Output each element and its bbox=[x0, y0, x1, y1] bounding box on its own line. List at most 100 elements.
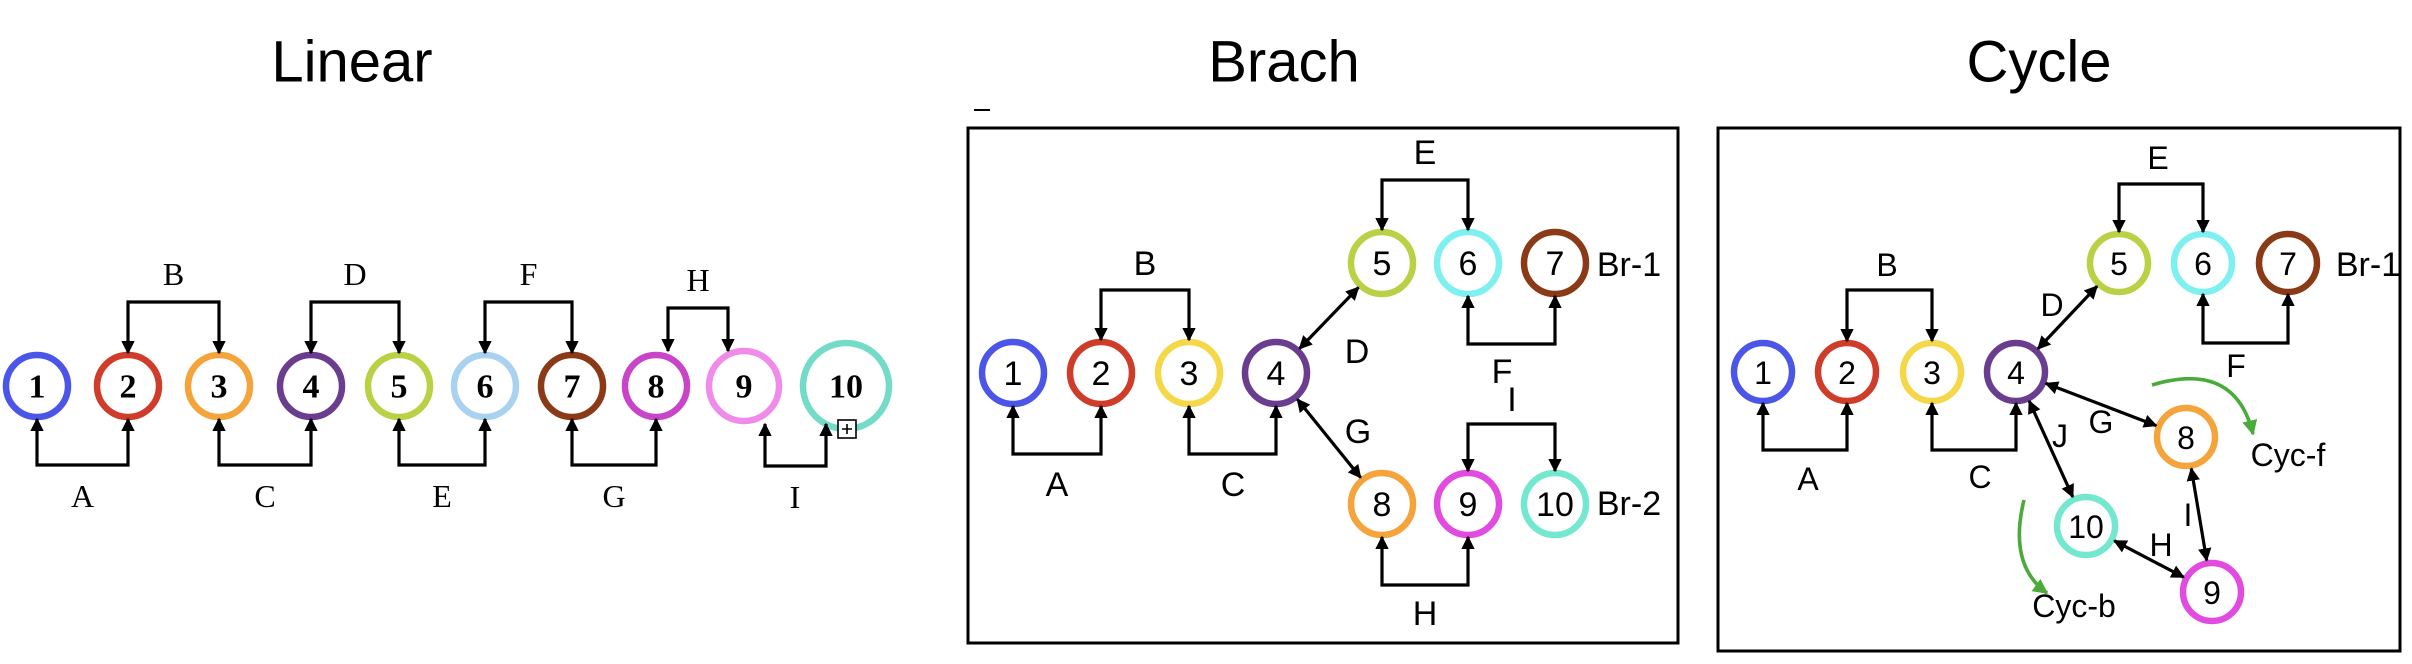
node-label: 3 bbox=[1923, 355, 1941, 391]
branch-tag: Br-1 bbox=[2336, 246, 2400, 284]
connector-label: B bbox=[1134, 245, 1157, 283]
node-label: 5 bbox=[391, 369, 408, 406]
node-1: 1 bbox=[1730, 339, 1796, 405]
connector-label: E bbox=[432, 478, 452, 514]
connector-label: A bbox=[71, 478, 94, 514]
node-label: 9 bbox=[2203, 575, 2221, 611]
node-circle bbox=[450, 351, 520, 421]
node-6: 6 bbox=[1433, 228, 1503, 298]
connector-C bbox=[1925, 401, 2023, 452]
connector-label: H bbox=[686, 262, 709, 298]
connector-B bbox=[1840, 288, 1939, 343]
node-2: 2 bbox=[1814, 339, 1880, 405]
connector-label: G bbox=[602, 478, 625, 514]
node-9: 9 bbox=[1433, 469, 1503, 539]
node-label: 4 bbox=[1267, 355, 1286, 393]
connector-label: C bbox=[254, 478, 275, 514]
connector-label: G bbox=[2089, 404, 2114, 440]
panel-title: Cycle bbox=[1966, 30, 2111, 95]
node-label: 4 bbox=[303, 369, 320, 406]
connector-label: B bbox=[1876, 247, 1897, 283]
node-label: 2 bbox=[1838, 355, 1856, 391]
node-8: 8 bbox=[1347, 469, 1417, 539]
cycle-forward-arrow bbox=[2151, 376, 2258, 436]
connector-I bbox=[1461, 422, 1562, 473]
node-3: 3 bbox=[1154, 338, 1224, 408]
connector-label: J bbox=[2052, 418, 2068, 454]
node-label: 8 bbox=[1373, 486, 1392, 524]
node-circle bbox=[1433, 228, 1503, 298]
node-7: 7 bbox=[537, 351, 607, 421]
node-8: 8 bbox=[621, 351, 691, 421]
connector-label: F bbox=[520, 256, 538, 292]
cycle-back-arrow bbox=[2017, 499, 2049, 595]
panel-frame bbox=[1716, 126, 2402, 653]
node-label: 7 bbox=[1546, 245, 1565, 283]
node-circle bbox=[621, 351, 691, 421]
node-circle bbox=[2153, 404, 2219, 470]
branch-tag: Br-1 bbox=[1597, 246, 1661, 284]
node-circle bbox=[2086, 230, 2152, 296]
connector-label: I bbox=[2184, 497, 2193, 533]
node-5: 5 bbox=[364, 351, 434, 421]
connector-J bbox=[2027, 399, 2075, 499]
connector-label: A bbox=[1797, 461, 1819, 497]
node-3: 3 bbox=[184, 351, 254, 421]
plus-box-icon: ⊞ bbox=[837, 419, 857, 439]
connector-E bbox=[1375, 178, 1475, 232]
node-label: 3 bbox=[1180, 355, 1199, 393]
node-circle bbox=[364, 351, 434, 421]
node-circle bbox=[705, 347, 783, 425]
connector-C bbox=[1182, 404, 1283, 456]
connector-H bbox=[1375, 535, 1475, 587]
node-10: 10 bbox=[2053, 493, 2119, 559]
connector-A bbox=[1006, 404, 1108, 456]
node-2: 2 bbox=[1066, 338, 1136, 408]
connector-D bbox=[304, 300, 406, 355]
connector-G bbox=[2044, 381, 2158, 428]
connector-label: E bbox=[1414, 134, 1437, 172]
connector-F bbox=[2196, 292, 2295, 345]
node-label: 10 bbox=[2068, 509, 2104, 545]
connector-label: D bbox=[1345, 333, 1370, 371]
node-circle bbox=[1899, 339, 1965, 405]
connector-label: H bbox=[1413, 595, 1438, 633]
connector-G bbox=[565, 417, 663, 467]
connector-E bbox=[392, 417, 492, 467]
node-label: 2 bbox=[1092, 355, 1111, 393]
node-label: 1 bbox=[1004, 355, 1023, 393]
node-label: 10 bbox=[829, 369, 863, 406]
node-circle bbox=[2170, 230, 2236, 296]
node-label: 7 bbox=[564, 369, 581, 406]
connector-H bbox=[661, 306, 735, 353]
node-circle bbox=[276, 351, 346, 421]
node-label: 2 bbox=[120, 369, 137, 406]
node-circle bbox=[1154, 338, 1224, 408]
connector-C bbox=[212, 417, 318, 467]
node-label: 1 bbox=[1754, 355, 1772, 391]
node-circle bbox=[2053, 493, 2119, 559]
panel-title: Linear bbox=[271, 30, 432, 95]
cycle-forward-tag: Cyc-f bbox=[2251, 437, 2326, 473]
node-label: 6 bbox=[477, 369, 494, 406]
node-circle bbox=[2255, 230, 2321, 296]
node-circle bbox=[184, 351, 254, 421]
node-circle bbox=[1433, 469, 1503, 539]
node-5: 5 bbox=[2086, 230, 2152, 296]
node-label: 5 bbox=[1373, 245, 1392, 283]
node-10: 10 bbox=[799, 339, 893, 433]
node-4: 4 bbox=[1983, 339, 2049, 405]
node-label: 9 bbox=[1459, 486, 1478, 524]
node-circle bbox=[93, 351, 163, 421]
connector-label: D bbox=[343, 256, 366, 292]
connector-I bbox=[2186, 467, 2212, 562]
node-1: 1 bbox=[2, 351, 72, 421]
panel-frame bbox=[966, 126, 1680, 645]
connector-label: H bbox=[2149, 527, 2172, 563]
cycle-back-tag: Cyc-b bbox=[2032, 588, 2116, 624]
node-label: 5 bbox=[2110, 246, 2128, 282]
node-3: 3 bbox=[1899, 339, 1965, 405]
